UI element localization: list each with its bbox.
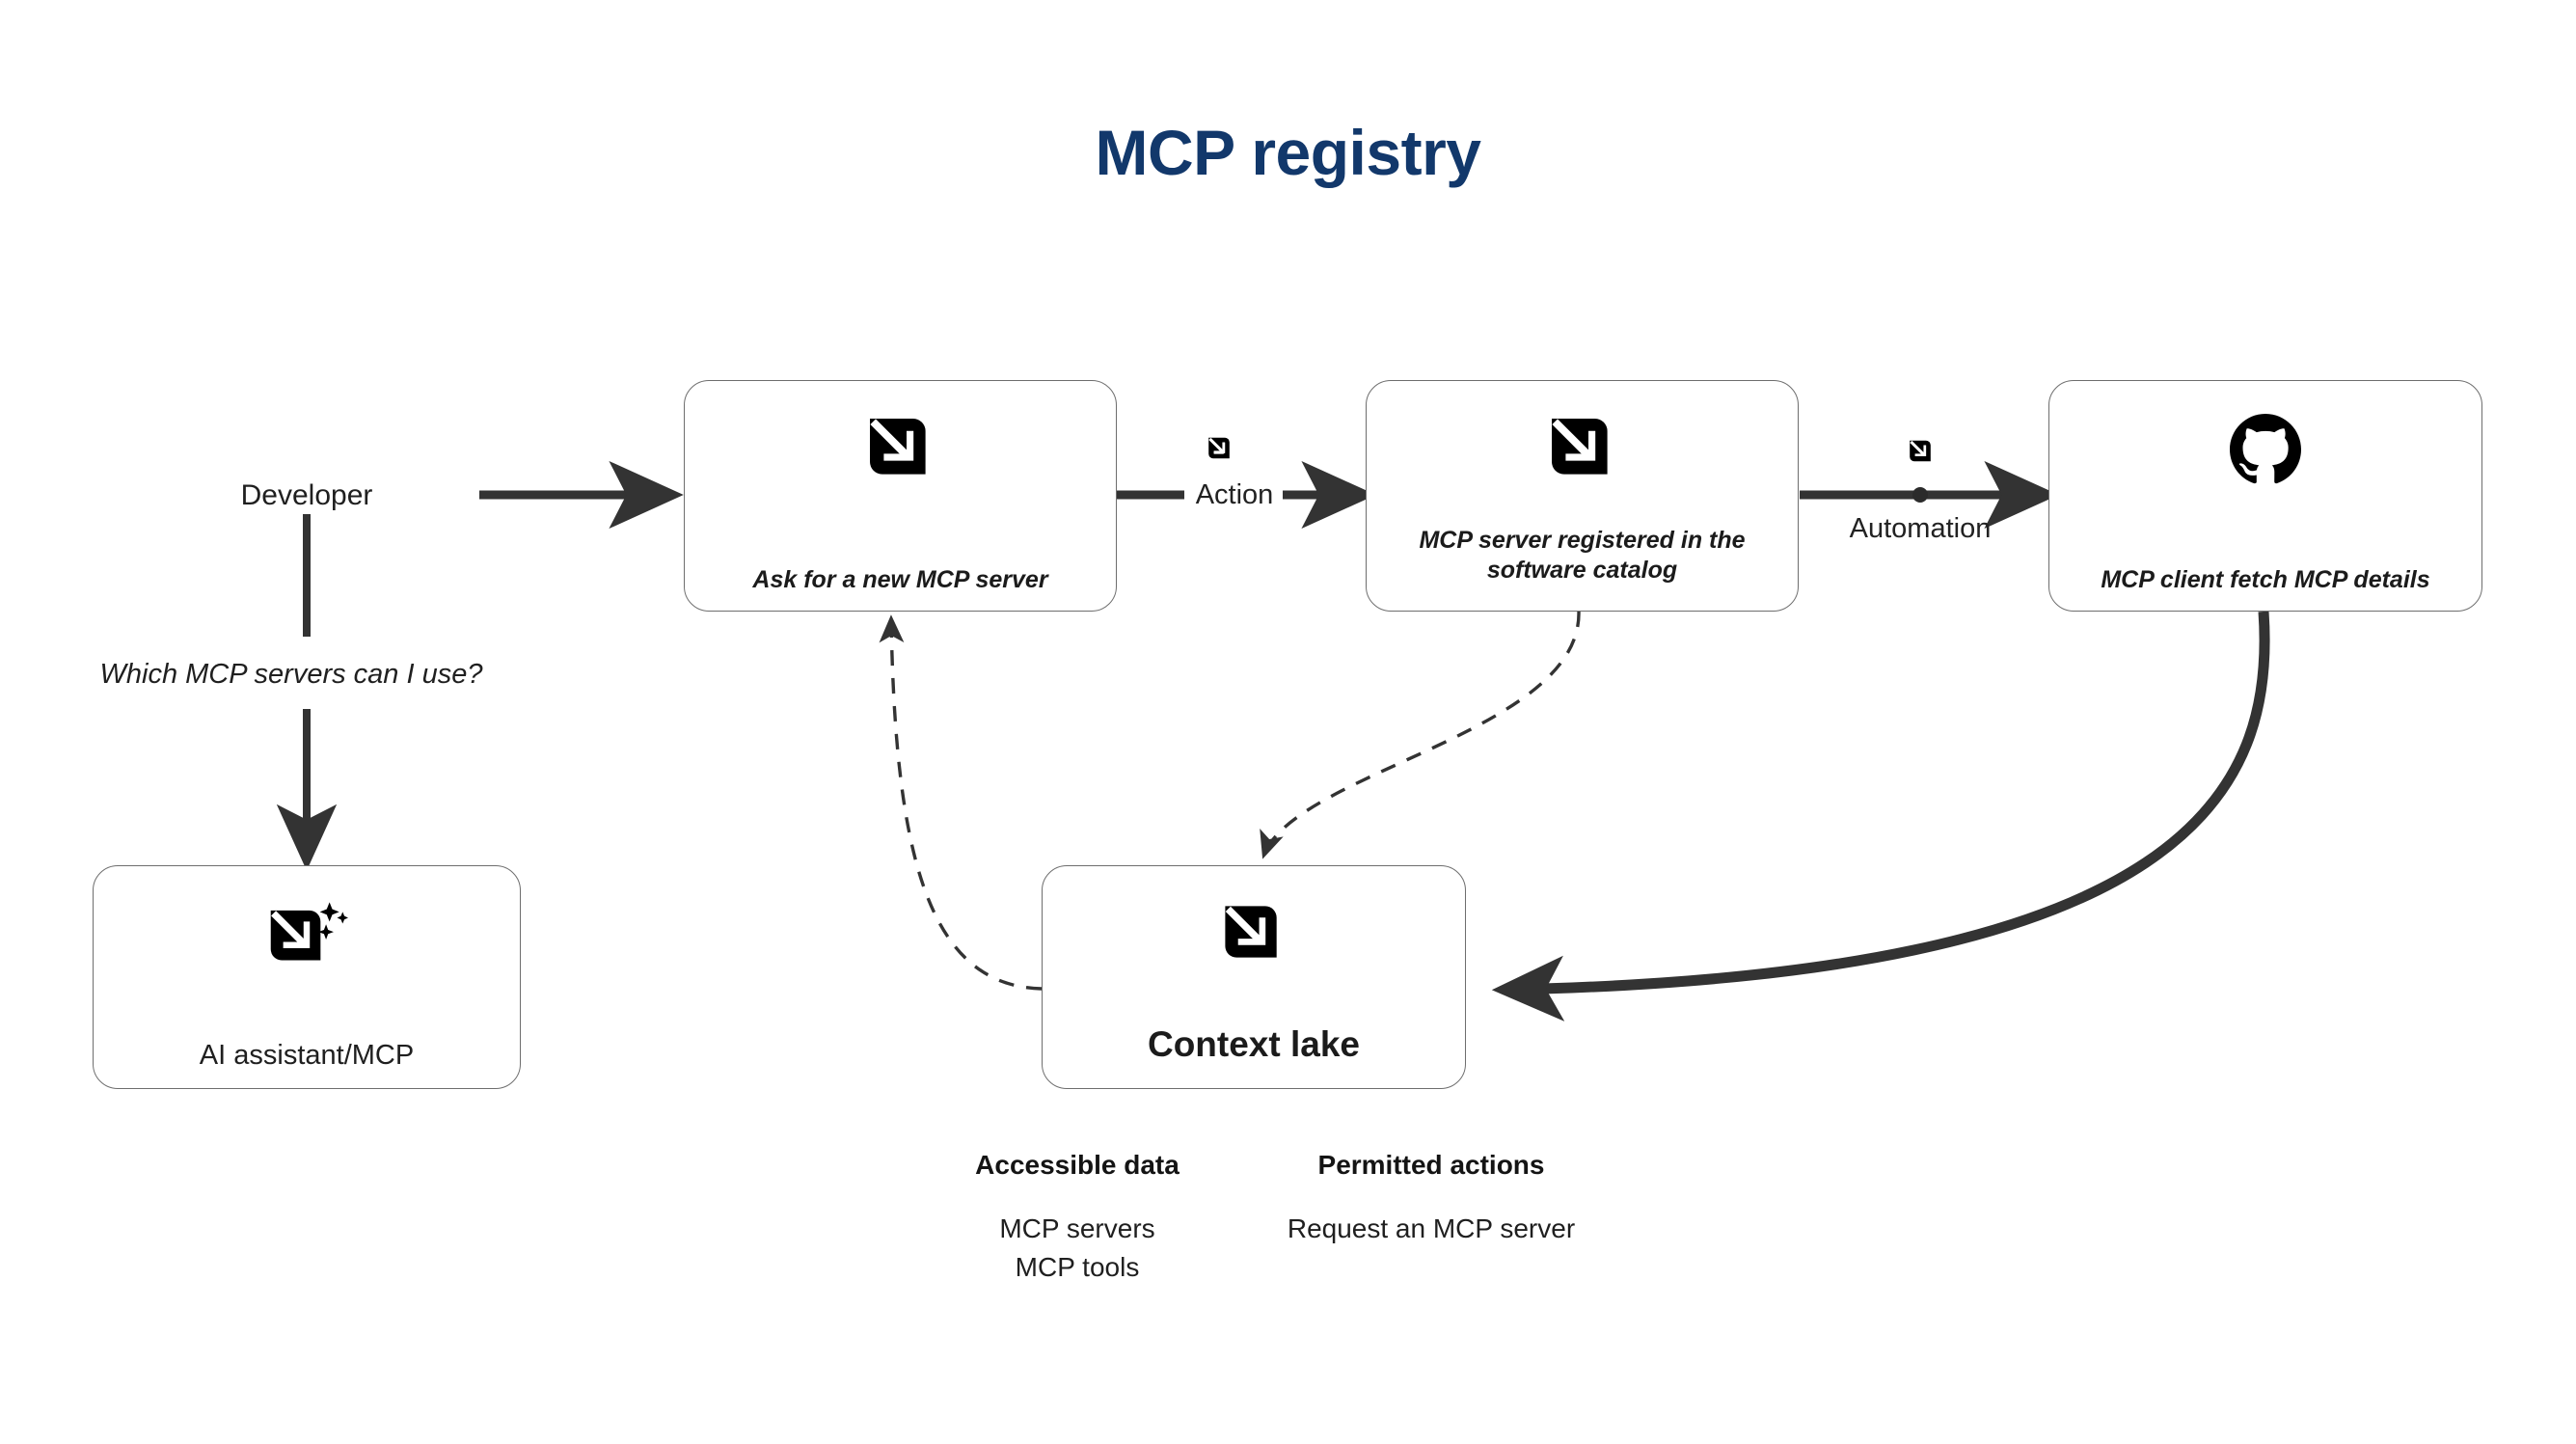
node-label: Ask for a new MCP server xyxy=(752,565,1048,593)
edge-client-to-context-lake xyxy=(1491,611,2270,1022)
permitted-actions-column: Permitted actions Request an MCP server xyxy=(1288,1150,1575,1248)
developer-question: Which MCP servers can I use? xyxy=(99,659,483,690)
mcp-icon xyxy=(1218,899,1289,970)
developer-label: Developer xyxy=(240,479,373,511)
page-title: MCP registry xyxy=(1095,117,1481,188)
mcp-icon xyxy=(862,414,939,485)
list-item: Request an MCP server xyxy=(1287,1213,1576,1243)
github-icon xyxy=(2230,414,2301,485)
mcp-icon xyxy=(1906,437,1935,471)
edge-registered-to-client xyxy=(1800,460,2059,530)
mcp-sparkle-icon xyxy=(265,899,348,970)
node-label: Context lake xyxy=(1147,1023,1360,1064)
edge-label-automation: Automation xyxy=(1849,513,1992,544)
edge-registered-to-context-lake xyxy=(1260,611,1581,859)
edge-label-action: Action xyxy=(1195,479,1274,510)
list-item: MCP servers xyxy=(999,1213,1155,1243)
node-mcp-client-fetch[interactable]: MCP client fetch MCP details xyxy=(2048,380,2482,612)
mcp-icon xyxy=(1205,434,1234,468)
node-label: MCP client fetch MCP details xyxy=(2101,565,2430,593)
edge-context-lake-to-ask xyxy=(879,614,1043,991)
node-context-lake[interactable]: Context lake xyxy=(1042,865,1466,1089)
node-ai-assistant[interactable]: AI assistant/MCP xyxy=(93,865,521,1089)
column-heading: Accessible data xyxy=(975,1150,1180,1180)
column-heading: Permitted actions xyxy=(1317,1150,1545,1180)
node-ask-new-mcp-server[interactable]: Ask for a new MCP server xyxy=(684,380,1117,612)
mcp-icon xyxy=(1544,414,1621,485)
accessible-data-column: Accessible data MCP servers MCP tools xyxy=(975,1150,1180,1287)
list-item: MCP tools xyxy=(1015,1251,1140,1282)
node-mcp-server-registered[interactable]: MCP server registered in the software ca… xyxy=(1366,380,1799,612)
node-label: AI assistant/MCP xyxy=(199,1039,415,1071)
node-label: MCP server registered in the software ca… xyxy=(1419,526,1746,584)
